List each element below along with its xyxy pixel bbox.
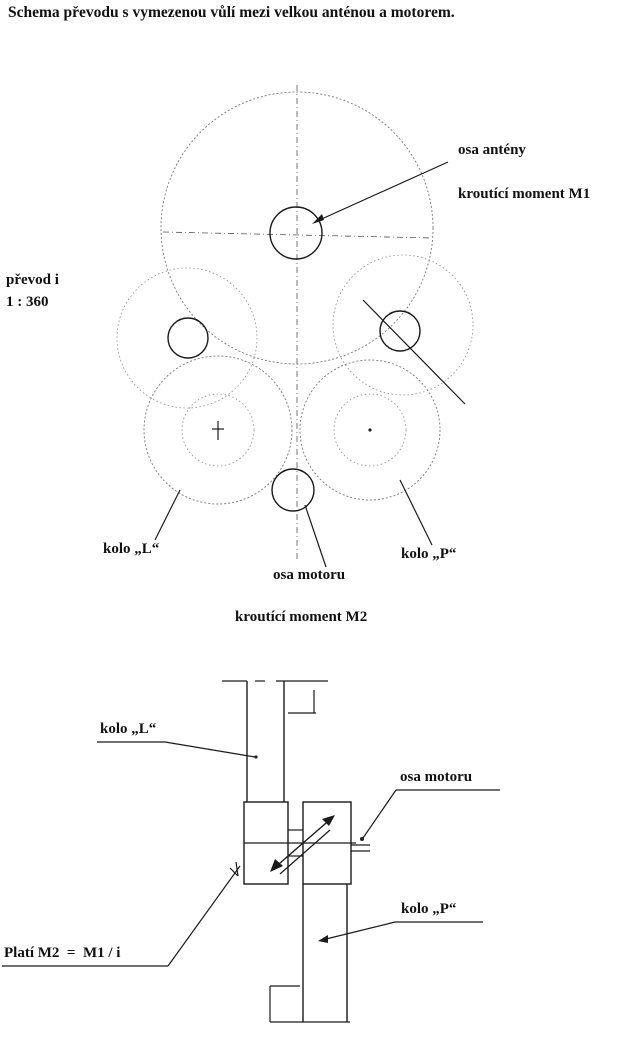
right-pinion-hub [379,310,421,352]
antenna-hub [269,206,323,260]
leader-osa-motoru [304,504,327,568]
right-pinion-gear [332,254,474,396]
left-pinion-gear [116,267,258,409]
wheel-l [143,355,293,505]
wheel-p [299,359,441,501]
left-pinion-hub [167,317,209,359]
label-prevod: převod i [6,272,59,288]
label-osa-anteny: osa antény [458,142,526,158]
leader-osa-anteny [314,161,449,223]
label-bottom-kolo-p: kolo „P“ [401,901,457,917]
label-moment-m1: kroutící moment M1 [458,186,591,202]
label-bottom-osa-motoru: osa motoru [400,769,473,785]
wheel-l-inner [181,393,255,467]
label-prevod-ratio: 1 : 360 [6,294,49,310]
antenna-horizontal-axis [162,231,433,239]
torque-arrow [271,816,334,871]
motor-pinion [271,468,315,512]
leader-kolo-p [399,479,433,546]
label-kolo-p: kolo „P“ [401,546,457,562]
antenna-gear [160,91,434,365]
right-gear-diagonal [362,299,466,405]
label-formula: Platí M2 = M1 / i [4,945,121,961]
page-title: Schema převodu s vymezenou vůlí mezi vel… [8,4,455,21]
label-osa-motoru: osa motoru [273,567,346,583]
label-kolo-l: kolo „L“ [103,541,160,557]
wheel-p-inner [333,393,407,467]
leader-kolo-l [154,489,181,541]
label-moment-m2: kroutící moment M2 [235,609,368,625]
label-bottom-kolo-l: kolo „L“ [100,721,157,737]
